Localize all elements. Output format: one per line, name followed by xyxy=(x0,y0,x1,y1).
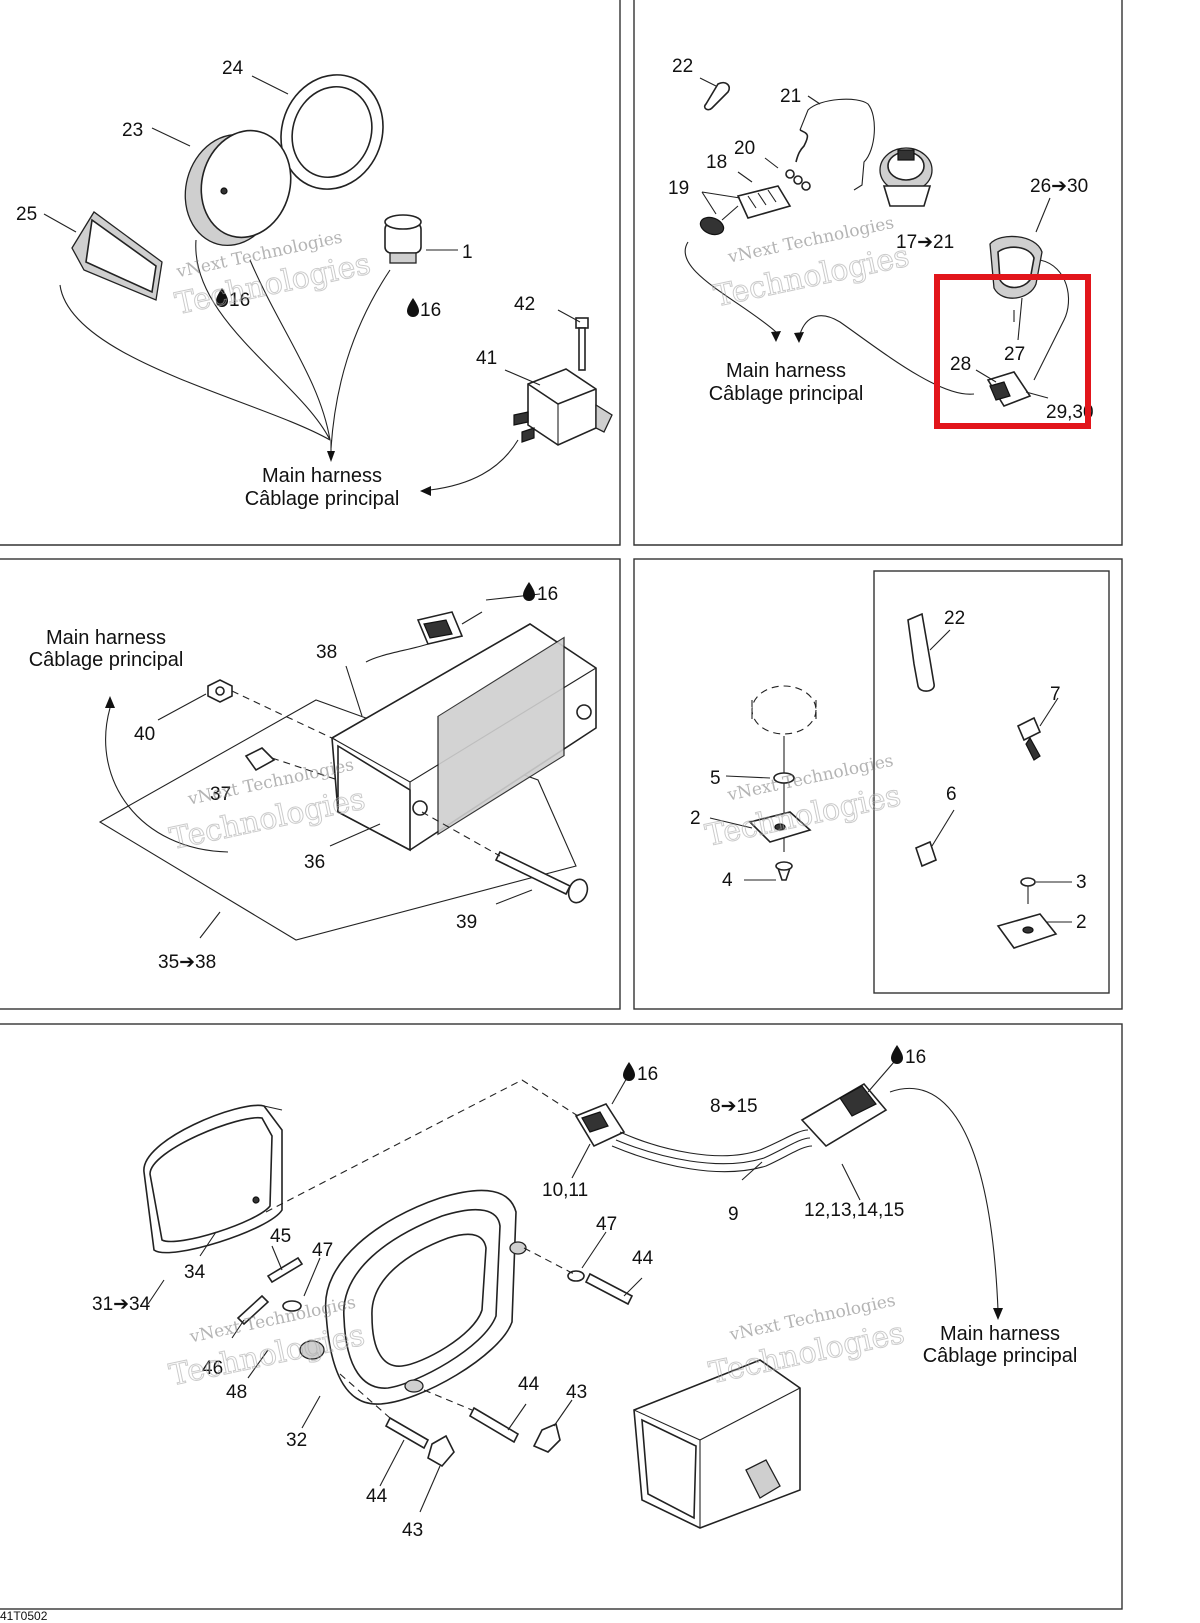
callout-27: 27 xyxy=(1004,344,1025,365)
callout-3: 3 xyxy=(1076,872,1087,893)
callout-18: 18 xyxy=(706,152,727,173)
callout-43-a: 43 xyxy=(566,1382,587,1403)
bolt-part xyxy=(494,850,589,904)
callout-20: 20 xyxy=(734,138,755,159)
callout-10-11: 10,11 xyxy=(542,1180,588,1201)
panel-work-lamp: 16 38 40 37 36 39 35➔38 Main harness Câb… xyxy=(29,582,597,973)
work-lamp-part xyxy=(331,623,597,852)
callout-1: 1 xyxy=(462,242,473,263)
drop-icon xyxy=(891,1045,903,1064)
callout-12-15: 12,13,14,15 xyxy=(804,1200,904,1221)
callout-47-b: 47 xyxy=(596,1214,617,1235)
switch-part xyxy=(879,147,933,207)
callout-37: 37 xyxy=(210,784,231,805)
callout-48: 48 xyxy=(226,1382,247,1403)
callout-6: 6 xyxy=(946,784,957,805)
callout-16-b: 16 xyxy=(905,1047,926,1068)
relay-part xyxy=(513,368,613,446)
panel-light-relay: 24 23 25 1 16 16 42 41 Main harness Câbl… xyxy=(16,58,613,510)
callout-8-15: 8➔15 xyxy=(710,1096,758,1117)
secondary-lamp-part xyxy=(633,1359,801,1529)
callout-23: 23 xyxy=(122,120,143,141)
harness-label-fr: Câblage principal xyxy=(709,383,864,405)
diagram-code: 41T0502 xyxy=(0,1609,48,1623)
callout-47-a: 47 xyxy=(312,1240,333,1261)
callout-29-30: 29,30 xyxy=(1046,402,1094,423)
callout-16-a: 16 xyxy=(229,290,250,311)
callout-2-b: 2 xyxy=(1076,912,1087,933)
panel-headlamp: 16 16 8➔15 10,11 9 12,13,14,15 34 45 47 … xyxy=(92,1045,1077,1541)
callout-44-b: 44 xyxy=(518,1374,540,1395)
harness-label-fr: Câblage principal xyxy=(245,488,400,510)
callout-43-b: 43 xyxy=(402,1520,423,1541)
callout-7: 7 xyxy=(1050,684,1061,705)
harness-label-en: Main harness xyxy=(46,627,166,649)
harness-label-fr: Câblage principal xyxy=(923,1345,1078,1367)
callout-24: 24 xyxy=(222,58,244,79)
callout-4: 4 xyxy=(722,870,733,891)
callout-2-a: 2 xyxy=(690,808,701,829)
panel-hardware: 22 7 6 5 2 4 3 2 xyxy=(690,608,1087,949)
connector-harness-part xyxy=(574,1082,888,1173)
callout-28: 28 xyxy=(950,354,971,375)
callout-21: 21 xyxy=(780,86,801,107)
harness-label-fr: Câblage principal xyxy=(29,649,184,671)
lamp-connector-part xyxy=(365,611,483,663)
connector-part xyxy=(699,169,811,236)
lamp-housing-part xyxy=(184,129,292,247)
callout-36: 36 xyxy=(304,852,325,873)
callout-31-34: 31➔34 xyxy=(92,1294,151,1315)
drop-icon xyxy=(523,582,535,601)
callout-17-21: 17➔21 xyxy=(896,232,954,253)
callout-40: 40 xyxy=(134,724,155,745)
callout-32: 32 xyxy=(286,1430,307,1451)
callout-44-a: 44 xyxy=(632,1248,654,1269)
nut-part xyxy=(207,679,233,703)
callout-46: 46 xyxy=(202,1358,223,1379)
callout-16-a: 16 xyxy=(637,1064,658,1085)
callout-45: 45 xyxy=(270,1226,291,1247)
callout-44-c: 44 xyxy=(366,1486,388,1507)
harness-label-en: Main harness xyxy=(262,465,382,487)
mounting-frame-part xyxy=(299,1189,527,1405)
highlight-box xyxy=(934,274,1091,429)
switch-assembly-part xyxy=(986,235,1070,407)
callout-25: 25 xyxy=(16,204,37,225)
drop-icon xyxy=(216,288,228,307)
callout-35-38: 35➔38 xyxy=(158,952,216,973)
callout-5: 5 xyxy=(710,768,721,789)
harness-label-en: Main harness xyxy=(726,360,846,382)
lens-part xyxy=(71,211,163,301)
callout-16: 16 xyxy=(537,584,558,605)
callout-34: 34 xyxy=(184,1262,206,1283)
callout-16-b: 16 xyxy=(420,300,441,321)
callout-22: 22 xyxy=(672,56,693,77)
panel-frames xyxy=(0,0,1123,1610)
callout-39: 39 xyxy=(456,912,477,933)
callout-38: 38 xyxy=(316,642,337,663)
bezel-ring-part xyxy=(280,74,384,190)
callout-22: 22 xyxy=(944,608,965,629)
harness-label-en: Main harness xyxy=(940,1323,1060,1345)
screw-part xyxy=(575,317,589,371)
panel-switch: 22 21 20 18 19 26➔30 17➔21 27 28 29,30 M… xyxy=(668,56,1094,429)
drop-icon xyxy=(623,1062,635,1081)
callout-26-30: 26➔30 xyxy=(1030,176,1088,197)
headlamp-part xyxy=(143,1104,283,1254)
socket-part xyxy=(384,214,422,264)
callout-42: 42 xyxy=(514,294,535,315)
callout-41: 41 xyxy=(476,348,497,369)
drop-icon xyxy=(407,298,419,317)
callout-19: 19 xyxy=(668,178,689,199)
callout-9: 9 xyxy=(728,1204,739,1225)
